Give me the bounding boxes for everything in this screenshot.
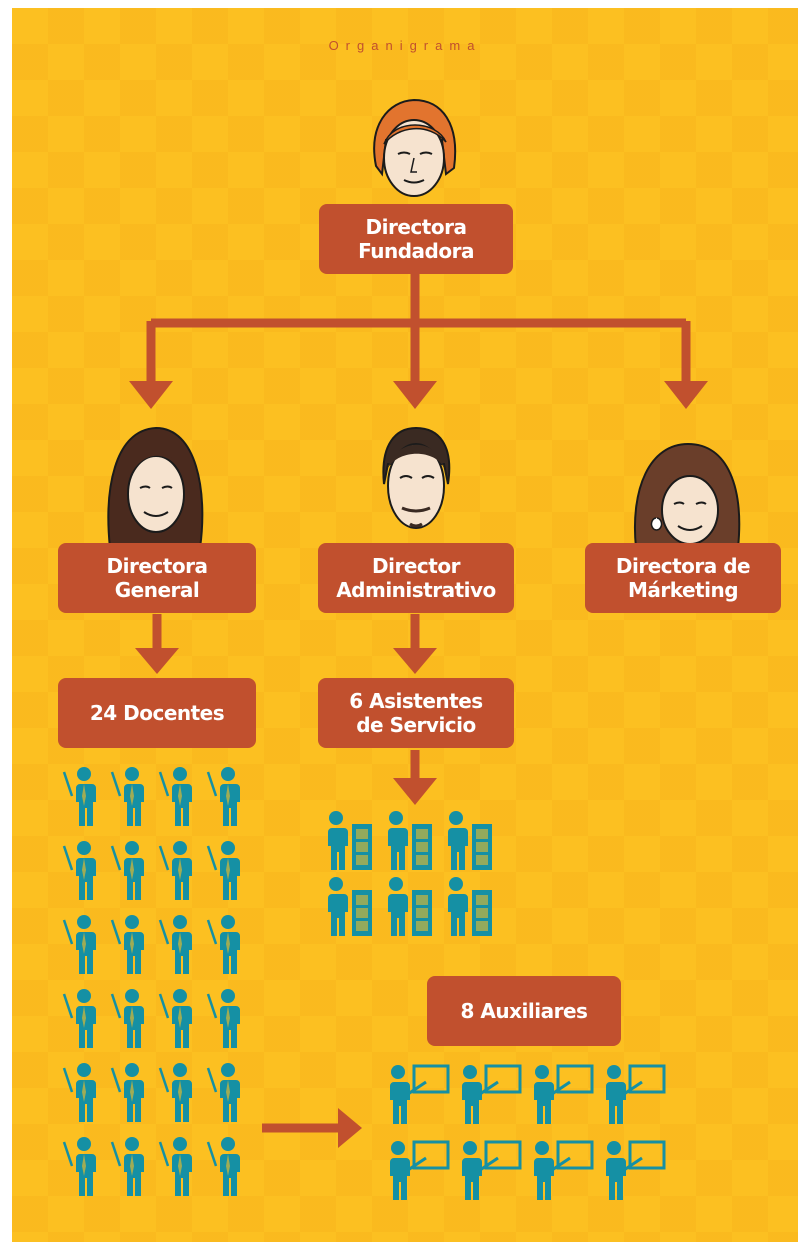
- teacher-with-pointer-icon: [206, 841, 240, 900]
- teacher-with-pointer-icon: [110, 841, 144, 900]
- person-with-board-icon: [606, 1140, 666, 1200]
- teacher-with-pointer-icon: [206, 989, 240, 1048]
- teacher-with-pointer-icon: [206, 1137, 240, 1196]
- node-label-line: Directora de: [615, 554, 751, 578]
- arrow-head: [393, 778, 437, 805]
- arrow-head: [393, 648, 437, 674]
- node-label-line: 6 Asistentes: [349, 689, 483, 713]
- teacher-with-pointer-icon: [206, 915, 240, 974]
- arrow-head: [129, 381, 173, 409]
- node-director-administrativo: Director Administrativo: [318, 543, 514, 613]
- teacher-with-pointer-icon: [158, 915, 192, 974]
- node-auxiliares: 8 Auxiliares: [427, 976, 621, 1046]
- person-with-board-icon: [606, 1064, 666, 1124]
- docentes-icon-grid: [60, 766, 260, 1206]
- connector-layer: [129, 270, 708, 1148]
- node-label-line: de Servicio: [356, 713, 476, 737]
- teacher-with-pointer-icon: [206, 767, 240, 826]
- teacher-with-pointer-icon: [62, 989, 96, 1048]
- teacher-with-pointer-icon: [110, 767, 144, 826]
- teacher-with-pointer-icon: [110, 915, 144, 974]
- arrow-head: [135, 648, 179, 674]
- node-asistentes: 6 Asistentes de Servicio: [318, 678, 514, 748]
- teacher-with-pointer-icon: [206, 1063, 240, 1122]
- arrow-head: [338, 1108, 362, 1148]
- person-with-cabinet-icon: [448, 877, 492, 936]
- chart-title: Organigrama: [328, 38, 482, 53]
- teacher-with-pointer-icon: [62, 1063, 96, 1122]
- teacher-with-pointer-icon: [62, 767, 96, 826]
- founder-portrait-icon: [373, 98, 457, 197]
- teacher-with-pointer-icon: [62, 915, 96, 974]
- teacher-with-pointer-icon: [158, 989, 192, 1048]
- teacher-with-pointer-icon: [110, 1063, 144, 1122]
- node-directora-marketing: Directora de Márketing: [585, 543, 781, 613]
- person-with-board-icon: [462, 1140, 522, 1200]
- node-label-line: Director: [372, 554, 460, 578]
- node-label-line: 24 Docentes: [89, 701, 225, 725]
- node-label-line: General: [114, 578, 200, 602]
- teacher-with-pointer-icon: [158, 1063, 192, 1122]
- teacher-with-pointer-icon: [158, 767, 192, 826]
- node-label-line: 8 Auxiliares: [460, 999, 588, 1023]
- general-director-portrait-icon: [107, 426, 204, 549]
- node-label-line: Directora: [106, 554, 208, 578]
- asistentes-icon-grid: [322, 810, 502, 940]
- admin-director-portrait-icon: [382, 426, 451, 529]
- person-with-cabinet-icon: [388, 811, 432, 870]
- node-label-line: Directora: [365, 215, 467, 239]
- auxiliares-icon-grid: [384, 1064, 684, 1204]
- person-with-board-icon: [534, 1140, 594, 1200]
- node-label-line: Fundadora: [358, 239, 474, 263]
- node-label-line: Administrativo: [336, 578, 496, 602]
- person-with-board-icon: [534, 1064, 594, 1124]
- node-directora-fundadora: Directora Fundadora: [319, 204, 513, 274]
- teacher-with-pointer-icon: [62, 1137, 96, 1196]
- person-with-cabinet-icon: [328, 811, 372, 870]
- teacher-with-pointer-icon: [158, 841, 192, 900]
- teacher-with-pointer-icon: [110, 1137, 144, 1196]
- person-with-board-icon: [390, 1064, 450, 1124]
- teacher-with-pointer-icon: [110, 989, 144, 1048]
- person-with-board-icon: [462, 1064, 522, 1124]
- node-label-line: Márketing: [627, 578, 739, 602]
- node-docentes: 24 Docentes: [58, 678, 256, 748]
- arrow-head: [393, 381, 437, 409]
- person-with-board-icon: [390, 1140, 450, 1200]
- teacher-with-pointer-icon: [62, 841, 96, 900]
- person-with-cabinet-icon: [448, 811, 492, 870]
- person-with-cabinet-icon: [328, 877, 372, 936]
- marketing-director-portrait-icon: [634, 442, 741, 549]
- org-chart-poster: Organigrama: [12, 8, 798, 1242]
- person-with-cabinet-icon: [388, 877, 432, 936]
- teacher-with-pointer-icon: [158, 1137, 192, 1196]
- arrow-head: [664, 381, 708, 409]
- node-directora-general: Directora General: [58, 543, 256, 613]
